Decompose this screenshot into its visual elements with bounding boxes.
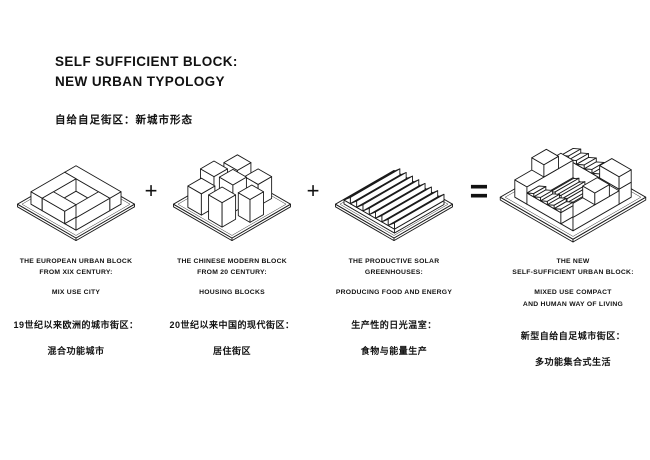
figure-new-block <box>488 136 650 246</box>
column-new-block: THE NEW SELF-SUFFICIENT URBAN BLOCK: MIX… <box>494 136 650 368</box>
new-block-illustration <box>499 148 647 243</box>
label-line-zh: 19世纪以来欧洲的城市街区： <box>13 319 139 330</box>
label-line: SELF-SUFFICIENT URBAN BLOCK: <box>512 269 634 277</box>
label-line: THE CHINESE MODERN BLOCK <box>177 258 287 265</box>
column-greenhouses: THE PRODUCTIVE SOLAR GREENHOUSES: PRODUC… <box>324 136 464 357</box>
plus-icon: + <box>306 178 320 203</box>
subtitle-chinese: 自给自足街区：新城市形态 <box>55 114 193 126</box>
label-line: THE NEW <box>556 258 590 265</box>
figure-chinese-block <box>157 136 307 246</box>
label-line: FROM 20 CENTURY: <box>197 269 267 277</box>
plus-icon: + <box>144 178 158 203</box>
diagram-row: THE EUROPEAN URBAN BLOCK FROM XIX CENTUR… <box>12 136 650 368</box>
label-line: GREENHOUSES: <box>364 269 424 277</box>
label-line-zh: 生产性的日光温室： <box>351 319 437 330</box>
chinese-block-illustration <box>173 154 291 242</box>
label-line: THE EUROPEAN URBAN BLOCK <box>19 258 133 265</box>
label-line: PRODUCING FOOD AND ENERGY <box>335 289 453 297</box>
label-line: HOUSING BLOCKS <box>199 289 265 297</box>
label-greenhouses: THE PRODUCTIVE SOLAR GREENHOUSES: PRODUC… <box>336 256 452 357</box>
isometric-drawing <box>173 154 291 242</box>
isometric-drawing <box>17 165 135 242</box>
isometric-drawing <box>335 168 453 242</box>
title-line-2: NEW URBAN TYPOLOGY <box>55 73 225 89</box>
title-line-1: SELF SUFFICIENT BLOCK: <box>55 54 238 69</box>
label-line: FROM XIX CENTURY: <box>39 269 113 277</box>
figure-greenhouses <box>319 136 469 246</box>
column-chinese-block: THE CHINESE MODERN BLOCK FROM 20 CENTURY… <box>162 136 302 357</box>
label-line-zh: 新型自给自足城市街区： <box>520 330 626 341</box>
label-line: AND HUMAN WAY OF LIVING <box>522 300 624 308</box>
greenhouses-illustration <box>335 168 453 242</box>
label-chinese-block: THE CHINESE MODERN BLOCK FROM 20 CENTURY… <box>169 256 294 357</box>
label-line-zh: 多功能集合式生活 <box>534 356 611 367</box>
label-european-block: THE EUROPEAN URBAN BLOCK FROM XIX CENTUR… <box>13 256 138 357</box>
label-line-zh: 混合功能城市 <box>47 345 105 356</box>
european-block-illustration <box>17 165 135 242</box>
page-title: SELF SUFFICIENT BLOCK: NEW URBAN TYPOLOG… <box>55 52 238 91</box>
label-line: THE PRODUCTIVE SOLAR <box>348 258 440 265</box>
equals-icon: = <box>469 171 489 210</box>
column-european-block: THE EUROPEAN URBAN BLOCK FROM XIX CENTUR… <box>12 136 140 357</box>
isometric-drawing <box>499 148 647 243</box>
label-new-block: THE NEW SELF-SUFFICIENT URBAN BLOCK: MIX… <box>512 256 633 368</box>
label-line: MIXED USE COMPACT <box>534 289 612 297</box>
label-line: MIX USE CITY <box>51 289 101 297</box>
label-line-zh: 20世纪以来中国的现代街区： <box>169 319 295 330</box>
label-line-zh: 食物与能量生产 <box>360 345 428 356</box>
figure-european-block <box>1 136 151 246</box>
label-line-zh: 居住街区 <box>212 345 251 356</box>
